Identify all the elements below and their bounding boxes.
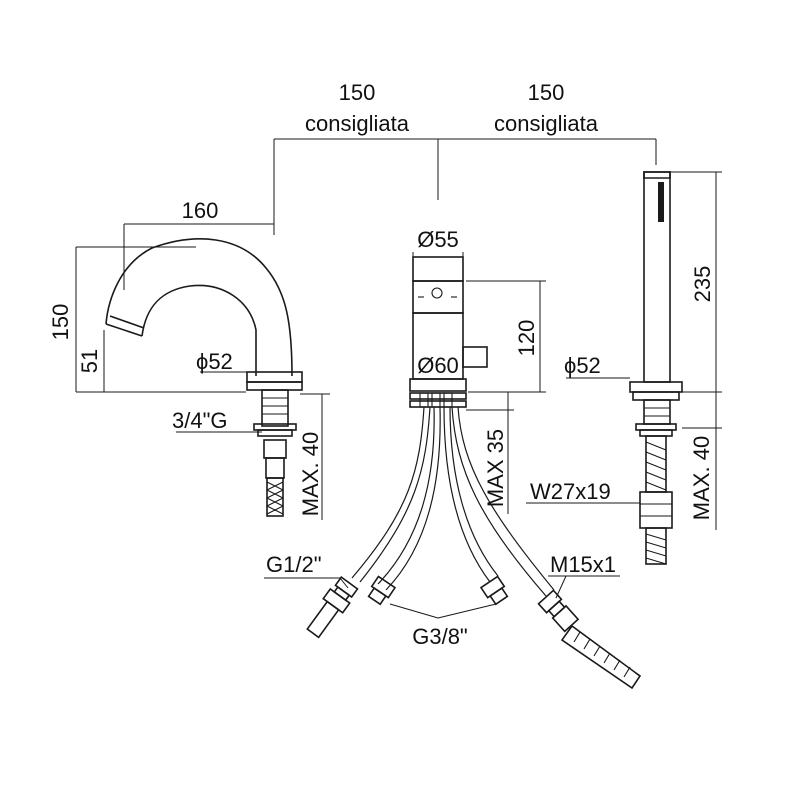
shower-body <box>629 171 683 565</box>
spout-thread-label: 3/4"G <box>172 408 228 433</box>
spacing-right-value: 150 <box>528 80 565 105</box>
shower-connector-label: W27x19 <box>530 479 611 504</box>
spout-height-label: 150 <box>48 304 73 341</box>
shower-max-deck-label: MAX. 40 <box>689 436 714 520</box>
shower-dimension-lines <box>526 171 722 530</box>
mixer-top-diameter-label: Ø55 <box>417 227 459 252</box>
spout-dimension-lines <box>75 223 330 520</box>
spacing-right-note: consigliata <box>494 111 599 136</box>
mixer-height-label: 120 <box>514 320 539 357</box>
mixer-base-diameter-label: Ø60 <box>417 353 459 378</box>
mixer-max-deck-label: MAX 35 <box>483 429 508 507</box>
mixer-hoses-thread-label: G3/8" <box>412 624 468 649</box>
mixer-body <box>409 256 488 408</box>
spacing-left-value: 150 <box>339 80 376 105</box>
shower-hose-thread-label: M15x1 <box>550 552 616 577</box>
spout-outlet-height-label: 51 <box>77 349 102 373</box>
mixer-dimension-lines <box>412 252 546 514</box>
shower-height-label: 235 <box>690 266 715 303</box>
inlet-thread-label: G1/2" <box>266 552 322 577</box>
connection-leader-lines <box>264 575 620 619</box>
spout-body <box>105 238 303 517</box>
hose-fittings <box>306 575 642 690</box>
shower-base-diameter-label: ϕ52 <box>564 353 601 378</box>
spacing-dimension-lines <box>273 138 657 235</box>
mixer-hoses <box>351 406 555 597</box>
spout-max-deck-label: MAX. 40 <box>298 432 323 516</box>
spout-base-diameter-label: ϕ52 <box>196 349 233 374</box>
spacing-left-note: consigliata <box>305 111 410 136</box>
spout-reach-label: 160 <box>182 198 219 223</box>
